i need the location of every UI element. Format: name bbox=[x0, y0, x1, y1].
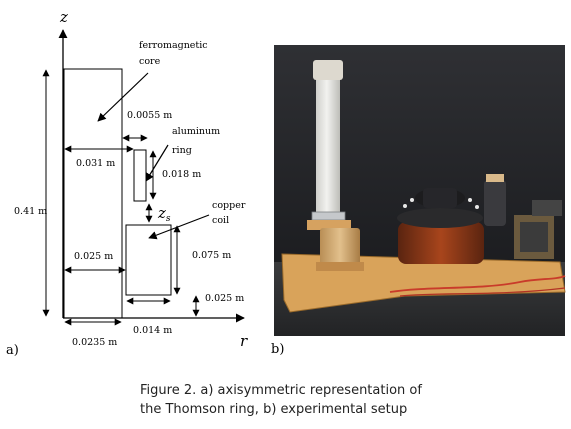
aluminum-ring-photo bbox=[311, 211, 346, 221]
label-coil: coil bbox=[212, 215, 229, 226]
dial-dot-1 bbox=[403, 204, 407, 208]
ferromagnetic-core-rect bbox=[63, 68, 123, 319]
label-ring: ring bbox=[172, 145, 192, 156]
aluminum-ring-rect bbox=[133, 149, 147, 202]
label-0-025-r: 0.025 m bbox=[74, 251, 113, 262]
caption-line-1: Figure 2. a) axisymmetric representation… bbox=[140, 383, 422, 398]
photo-panel-b: b) bbox=[271, 45, 566, 357]
capacitor bbox=[484, 180, 506, 226]
label-0-075: 0.075 m bbox=[192, 250, 231, 261]
z-axis-label: z bbox=[59, 8, 68, 26]
label-0-0235: 0.0235 m bbox=[72, 337, 117, 348]
label-core: core bbox=[139, 56, 161, 67]
copper-coil-rect bbox=[125, 224, 172, 296]
label-0-018: 0.018 m bbox=[162, 169, 201, 180]
coil-base bbox=[316, 262, 364, 271]
label-0-031: 0.031 m bbox=[76, 158, 115, 169]
variac-top bbox=[397, 208, 483, 228]
red-wire-2 bbox=[399, 287, 566, 297]
wire-bundle bbox=[532, 200, 562, 216]
ring-support bbox=[307, 220, 351, 230]
r-axis-label: r bbox=[240, 332, 248, 350]
tube-cap-body bbox=[313, 60, 343, 80]
dial-dot-3 bbox=[468, 198, 472, 202]
caption-line-2: the Thomson ring, b) experimental setup bbox=[140, 402, 408, 417]
label-0-0055: 0.0055 m bbox=[127, 110, 172, 121]
label-copper: copper bbox=[212, 200, 246, 211]
figure-caption: Figure 2. a) axisymmetric representation… bbox=[140, 381, 500, 419]
label-ferromagnetic: ferromagnetic bbox=[139, 40, 208, 51]
label-zs: zs bbox=[157, 204, 171, 224]
panel-label-b: b) bbox=[271, 342, 284, 357]
core-tube bbox=[316, 76, 340, 216]
capacitor-cap bbox=[486, 174, 504, 182]
transformer-core bbox=[520, 222, 548, 252]
schematic-panel-a: z r 0.41 m ferromagnetic core 0.0055 m 0… bbox=[6, 8, 248, 358]
dial-dot-2 bbox=[410, 198, 414, 202]
copper-coil-photo bbox=[320, 228, 360, 268]
variac-body bbox=[398, 222, 484, 264]
label-0-025-z: 0.025 m bbox=[205, 293, 244, 304]
panel-label-a: a) bbox=[6, 343, 19, 358]
dial-dot-4 bbox=[475, 205, 479, 209]
variac-knob-body bbox=[423, 188, 457, 208]
label-aluminum: aluminum bbox=[172, 126, 220, 137]
red-wire bbox=[389, 275, 566, 293]
label-0-014: 0.014 m bbox=[133, 325, 172, 336]
label-0-41: 0.41 m bbox=[14, 206, 47, 217]
leader-core bbox=[97, 72, 149, 122]
